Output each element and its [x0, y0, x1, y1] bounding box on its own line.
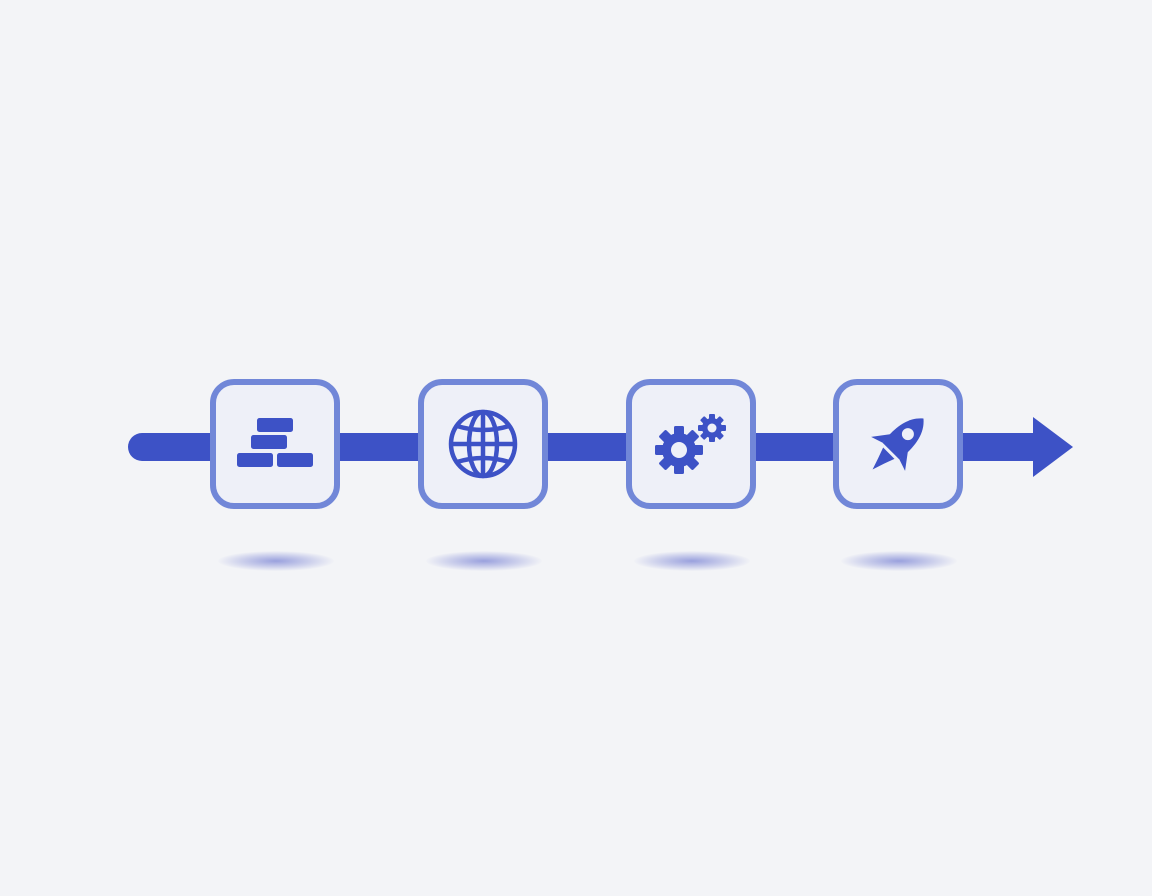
step-configuration: [626, 379, 758, 571]
step-box: [418, 379, 548, 509]
step-box: [833, 379, 963, 509]
step-shadow: [841, 551, 957, 571]
bricks-icon: [237, 418, 313, 467]
step-launch: [833, 379, 965, 571]
timeline-arrowhead: [1033, 417, 1073, 477]
step-shadow: [218, 551, 334, 571]
step-box: [626, 379, 756, 509]
step-shadow: [634, 551, 750, 571]
gears-icon: [655, 414, 726, 474]
step-box: [210, 379, 340, 509]
globe-icon: [448, 409, 518, 479]
step-web: [418, 379, 550, 571]
step-shadow: [426, 551, 542, 571]
step-foundation: [210, 379, 342, 571]
rocket-icon: [871, 418, 924, 471]
